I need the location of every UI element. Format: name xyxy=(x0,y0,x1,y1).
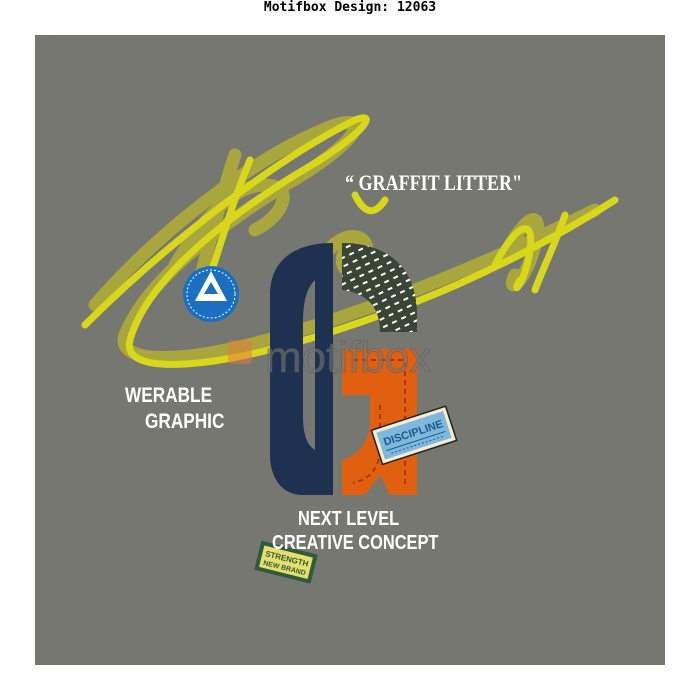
discipline-patch: DISCIPLINE xyxy=(370,405,458,466)
watermark-logo-icon xyxy=(228,340,252,364)
letter-navy-part xyxy=(270,243,333,495)
bottom-text-line2: CREATIVE CONCEPT xyxy=(272,532,439,554)
script-stroke-olive xyxy=(88,115,602,364)
watermark-text: motifbox xyxy=(265,333,431,382)
script-stroke-yellow xyxy=(81,114,619,368)
page-title: Motifbox Design: 12063 xyxy=(263,0,437,15)
raw-badge-text: RAW xyxy=(202,300,221,309)
bottom-text-line1: NEXT LEVEL xyxy=(298,508,400,530)
left-text-line1: WERABLE xyxy=(125,384,213,407)
strength-patch: STRENGTH NEW BRAND xyxy=(254,540,318,584)
design-artwork: motifbox DISCIPLINE STRENGTH NEW BRAND R… xyxy=(35,35,665,665)
raw-badge xyxy=(183,266,239,322)
script-lettering xyxy=(81,114,619,368)
left-text-line2: GRAPHIC xyxy=(145,410,225,433)
letter-dotted-part xyxy=(342,243,417,332)
headline-text: “ GRAFFIT LITTER" xyxy=(345,170,523,195)
design-graphics: motifbox DISCIPLINE STRENGTH NEW BRAND R… xyxy=(81,114,619,584)
